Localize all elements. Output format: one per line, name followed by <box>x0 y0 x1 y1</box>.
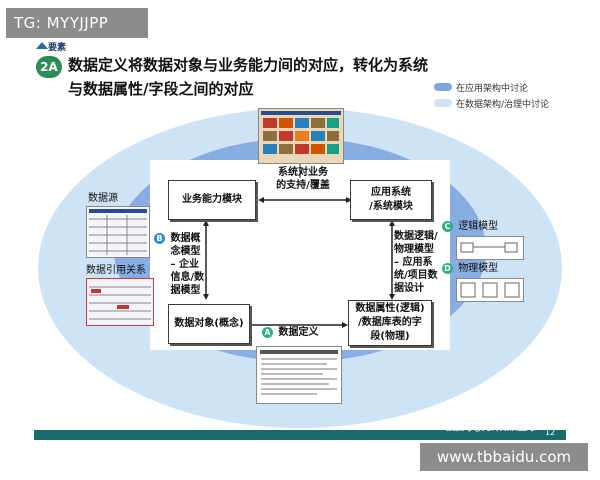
data-source-thumbnail <box>86 206 150 258</box>
logical-model-text: 逻辑模型 <box>458 221 499 232</box>
b-note-text: 数据概 念模型 – 企业 信息/数 据模型 <box>170 233 205 296</box>
document-lines <box>260 350 338 395</box>
a-label-text: 数据定义 <box>278 327 319 338</box>
right-note: 数据逻辑/ 物理模型 – 应用系 统/项目数 据设计 <box>394 231 438 294</box>
bottom-bar <box>34 430 566 440</box>
data-source-table <box>89 209 147 255</box>
d-marker-icon: D <box>442 262 453 274</box>
legend-swatch <box>434 83 452 91</box>
physical-model-text: 物理模型 <box>458 263 499 274</box>
ribbon-icon <box>36 42 48 49</box>
logical-model-label: C 逻辑模型 <box>442 220 498 233</box>
legend: 在应用架构中讨论 在数据架构/治理中讨论 <box>434 79 549 111</box>
a-label: A 数据定义 <box>262 326 318 339</box>
thumbnail-grid <box>261 111 341 154</box>
overlay-tag: TG: MYYJJPP <box>6 8 148 38</box>
section-badge: 2A <box>36 56 62 78</box>
support-note: 系统对业务 的支持/覆盖 <box>276 167 330 191</box>
physical-model-diagram <box>460 282 520 298</box>
b-marker-icon: B <box>154 232 165 244</box>
physical-model-thumbnail <box>456 278 524 302</box>
node-application-system: 应用系统 /系统模块 <box>350 180 432 220</box>
data-reference-table <box>89 286 151 320</box>
legend-label: 在应用架构中讨论 <box>456 83 529 94</box>
data-reference-label: 数据引用关系 <box>86 265 146 276</box>
data-reference-thumbnail <box>86 278 154 326</box>
overlay-url: www.tbbaidu.com <box>420 443 588 471</box>
c-marker-icon: C <box>442 220 453 232</box>
title-line-2: 与数据属性/字段之间的对应 <box>68 80 254 98</box>
node-business-capability: 业务能力模块 <box>168 180 256 220</box>
logical-model-thumbnail <box>456 236 524 260</box>
data-definition-document-thumbnail <box>256 346 342 404</box>
data-source-label: 数据源 <box>88 193 118 204</box>
physical-model-label: D 物理模型 <box>442 262 498 275</box>
page-number: 12 <box>545 428 556 437</box>
legend-item: 在应用架构中讨论 <box>434 79 549 95</box>
ribbon-label: 要素 <box>48 43 67 53</box>
legend-label: 在数据架构/治理中讨论 <box>456 99 550 110</box>
page-title: 数据定义将数据对象与业务能力间的对应，转化为系统 与数据属性/字段之间的对应 <box>68 53 488 101</box>
a-marker-icon: A <box>262 326 273 338</box>
node-data-attribute: 数据属性(逻辑) /数据库表的字 段(物理) <box>348 300 432 346</box>
node-data-object: 数据对象(概念) <box>168 304 250 344</box>
title-line-1: 数据定义将数据对象与业务能力间的对应，转化为系统 <box>68 56 429 74</box>
logical-model-diagram <box>460 242 518 253</box>
legend-swatch <box>434 99 452 107</box>
b-note: B 数据概 念模型 – 企业 信息/数 据模型 <box>154 232 204 297</box>
system-screenshot-thumbnail <box>258 108 344 164</box>
watermark: 搜狐号@先锋知识星球 <box>446 423 537 433</box>
legend-item: 在数据架构/治理中讨论 <box>434 95 549 111</box>
